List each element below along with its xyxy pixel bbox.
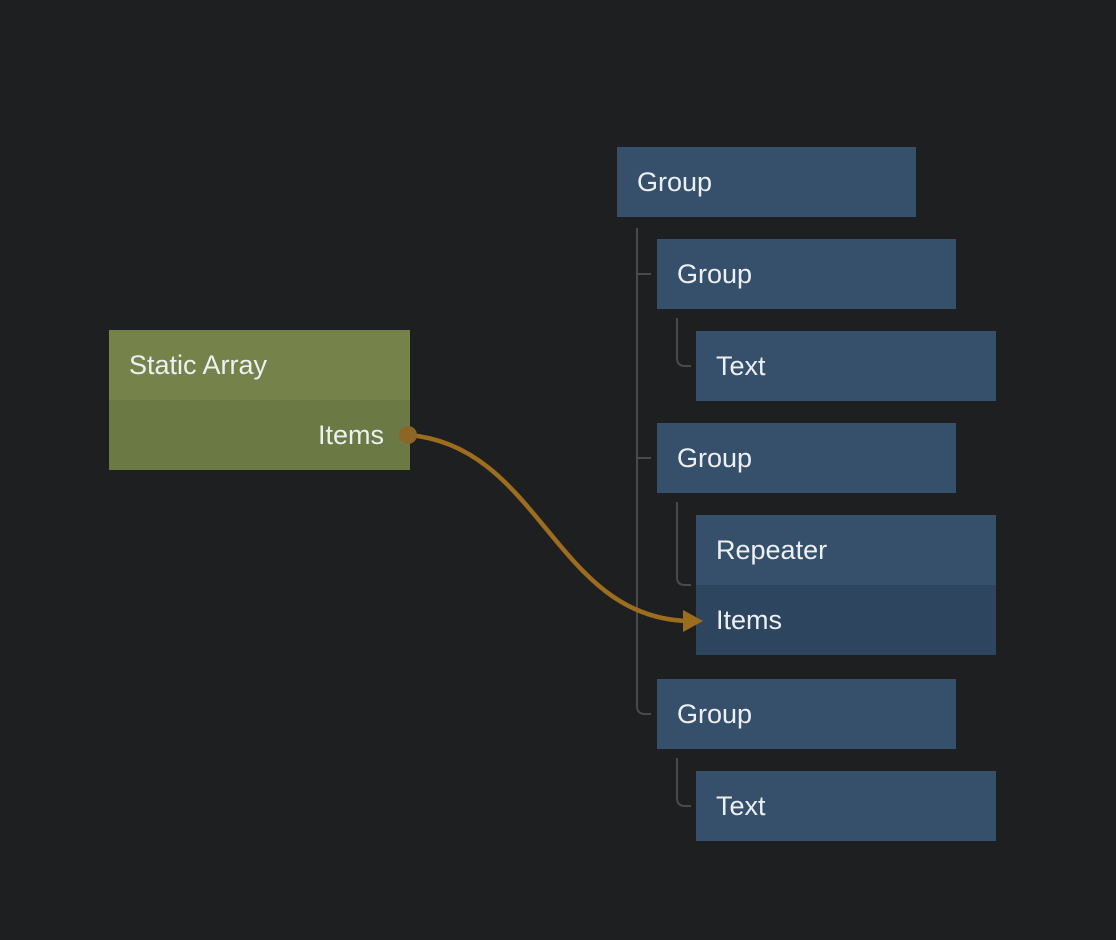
output-port-dot[interactable]	[399, 426, 417, 444]
wire-items-connection[interactable]	[408, 435, 688, 621]
tree-connector-group3-text	[677, 758, 691, 806]
tree-connector-root-children	[637, 228, 651, 714]
wire-arrowhead-icon	[683, 610, 703, 632]
tree-connector-group2-repeater	[677, 502, 691, 585]
tree-connector-group1-text	[677, 318, 691, 366]
